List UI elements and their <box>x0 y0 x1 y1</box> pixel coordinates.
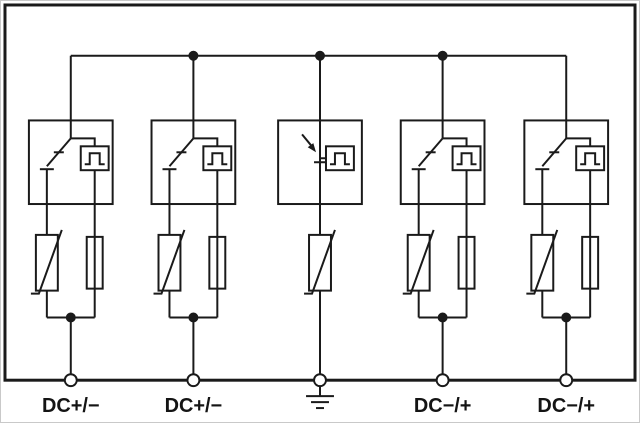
branch-1 <box>27 54 114 376</box>
surge-pulse-icon <box>320 145 355 172</box>
terminal-circle-3 <box>313 373 327 388</box>
terminal-label-2: DC+/− <box>165 395 223 417</box>
terminal-label-4: DC−/+ <box>414 395 472 417</box>
terminal-circle-2 <box>186 373 201 388</box>
earth-ground-icon <box>306 386 334 410</box>
terminal-circle-1 <box>63 373 78 388</box>
branch-4 <box>399 54 486 376</box>
branch-5 <box>523 54 610 376</box>
terminal-label-5: DC−/+ <box>537 395 595 417</box>
terminal-label-1: DC+/− <box>42 395 100 417</box>
branch-3-earth <box>277 55 363 375</box>
terminal-circle-5 <box>559 373 574 388</box>
spark-gap-trigger-icon <box>301 120 326 235</box>
terminal-circle-4 <box>435 373 450 388</box>
branch-2 <box>150 54 237 376</box>
varistor-icon <box>304 229 336 375</box>
